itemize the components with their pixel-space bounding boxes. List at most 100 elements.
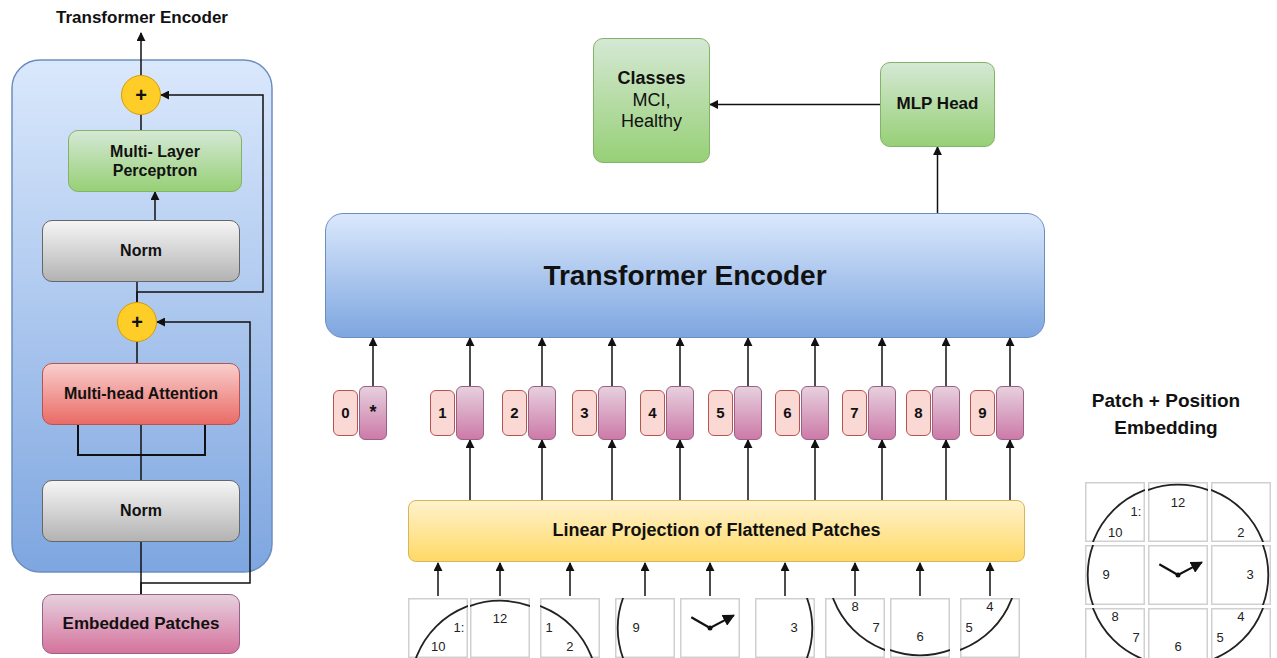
clock-face [1148, 608, 1208, 658]
patch-frame [1148, 545, 1208, 605]
classes-box: ClassesMCI, Healthy [593, 38, 710, 163]
clock-patch [1148, 545, 1208, 605]
clock-face [1088, 608, 1145, 658]
clock-patch [755, 598, 815, 658]
position-index-box: 6 [775, 390, 800, 436]
patch-vector-box [528, 386, 556, 440]
patch-vector-box [598, 386, 626, 440]
patch-arrow [919, 563, 921, 596]
position-index-box: 3 [572, 390, 597, 436]
patch-arrow [569, 563, 571, 596]
box-label: Multi-head Attention [64, 384, 218, 403]
clock-face [890, 598, 950, 655]
patch-frame [1085, 482, 1145, 542]
position-index-box: 1 [430, 390, 455, 436]
patch-vector-box [868, 386, 896, 440]
position-index: 7 [850, 404, 858, 422]
flow-arrow [710, 104, 880, 106]
clock-face [411, 601, 468, 658]
clock-patch [825, 598, 885, 658]
patch-frame [825, 598, 885, 658]
clock-numeral: 4 [986, 599, 993, 615]
clock-numeral: 7 [1132, 630, 1139, 646]
patch-frame [1148, 482, 1208, 542]
flow-arrow [1009, 440, 1011, 500]
patch-arrow [437, 563, 439, 596]
patch-frame [408, 598, 468, 658]
clock-face [470, 601, 530, 658]
clock-patch [1085, 608, 1145, 658]
box-label: Embedded Patches [63, 614, 220, 634]
patch-arrow [644, 563, 646, 596]
embedded-patches-box: Embedded Patches [42, 594, 240, 654]
clock-patch [1148, 608, 1208, 658]
clock-numeral: 5 [1216, 630, 1223, 646]
clock-numeral: 4 [1237, 609, 1244, 625]
class-token-mark: * [369, 402, 376, 424]
flow-arrow [140, 425, 142, 480]
minute-hand [1178, 562, 1202, 575]
patch-frame [540, 598, 600, 658]
position-index: 4 [648, 404, 656, 422]
hour-hand [691, 617, 710, 628]
box-label: Linear Projection of Flattened Patches [552, 520, 880, 542]
clock-numeral: 6 [1174, 639, 1181, 655]
flow-arrow [945, 338, 947, 386]
position-index-box: 8 [906, 390, 931, 436]
hour-hand [1159, 564, 1178, 575]
clock-face [1211, 485, 1268, 542]
clock-numeral: 8 [852, 599, 859, 615]
output-arrow [140, 33, 142, 75]
box-label: MLP Head [897, 94, 979, 114]
clock-face [755, 598, 812, 658]
flow-arrow [154, 192, 156, 220]
position-index: 0 [341, 404, 349, 422]
clock-numeral: 12 [493, 611, 507, 627]
add-node: + [121, 75, 161, 115]
clock-patch [1211, 482, 1271, 542]
clock-face [828, 598, 885, 655]
patch-frame [890, 598, 950, 658]
patch-frame [470, 598, 530, 658]
flow-arrow [136, 342, 138, 363]
clock-face [1148, 485, 1208, 542]
clock-face [1148, 545, 1208, 605]
clock-face [618, 598, 675, 658]
clock-numeral: 6 [916, 629, 923, 645]
clock-patch [470, 598, 530, 658]
patch-frame [1211, 545, 1271, 605]
clock-face [540, 601, 597, 658]
flow-arrow [469, 338, 471, 386]
flow-arrow [611, 440, 613, 500]
patch-frame [960, 598, 1020, 658]
mlp-head-box: MLP Head [880, 62, 995, 147]
patch-frame [1211, 482, 1271, 542]
flow-arrow [881, 440, 883, 500]
box-label: + [131, 310, 143, 334]
patch-frame [1211, 608, 1271, 658]
box-label: Multi- Layer Perceptron [75, 142, 235, 180]
patch-arrow [989, 563, 991, 596]
clock-face [680, 598, 740, 658]
encoder-box: Transformer Encoder [325, 213, 1045, 338]
token-embedding: 2 [502, 386, 556, 440]
clock-numeral: 1 [545, 620, 552, 636]
position-index-box: 5 [708, 390, 733, 436]
patch-vector-box [996, 386, 1024, 440]
clock-patch [1148, 482, 1208, 542]
patch-arrow [854, 563, 856, 596]
clock-patch [615, 598, 675, 658]
flow-arrow [1009, 338, 1011, 386]
token-embedding: 4 [640, 386, 694, 440]
token-embedding: 7 [842, 386, 896, 440]
clock-numeral: 3 [790, 620, 797, 636]
token-embedding: 0* [333, 386, 387, 440]
clock-numeral: 8 [1112, 609, 1119, 625]
patch-vector-box [801, 386, 829, 440]
clock-numeral: 2 [566, 639, 573, 655]
position-index-box: 7 [842, 390, 867, 436]
token-embedding: 5 [708, 386, 762, 440]
flow-arrow [937, 147, 939, 213]
position-index-box: 9 [970, 390, 995, 436]
